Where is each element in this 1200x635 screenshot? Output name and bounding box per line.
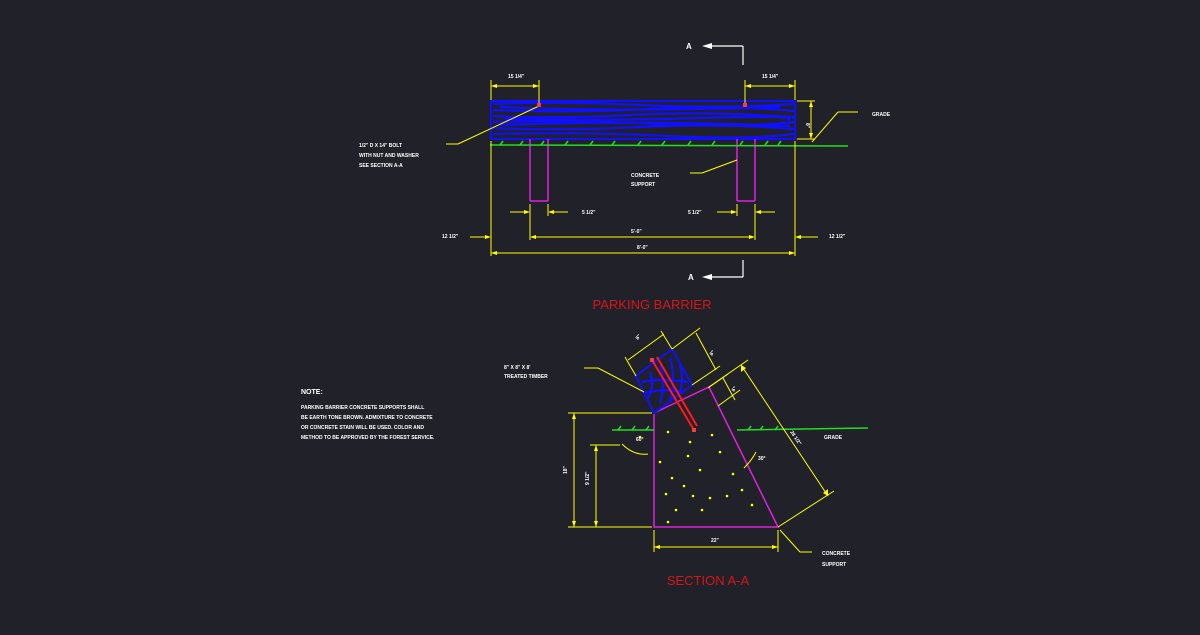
dim-overall: 8'-0" [637, 245, 648, 251]
dim-top-right: 15 1/4" [762, 74, 779, 80]
bolt-label-line2: WITH NUT AND WASHER [359, 153, 419, 159]
note-line-4: METHOD TO BE APPROVED BY THE FOREST SERV… [301, 435, 435, 441]
grade-line-section [612, 425, 869, 431]
grade-line-elevation [489, 140, 849, 147]
grade-label-section: GRADE [824, 435, 843, 441]
section-title: SECTION A-A [667, 573, 750, 588]
concrete-aggregate [638, 430, 754, 524]
bolt-label-line3: SEE SECTION A-A [359, 163, 403, 169]
dim-section-top-a: 8" [635, 333, 643, 341]
section-arrow-top [710, 45, 744, 65]
support-label-elevation-line1: CONCRETE [631, 173, 660, 179]
section-bolt-dots [650, 358, 696, 432]
timber-label-line2: TREATED TIMBER [504, 374, 548, 380]
support-label-section-line2: SUPPORT [822, 562, 846, 568]
section-arrowhead-bottom [702, 274, 712, 280]
dim-top-left: 15 1/4" [508, 74, 525, 80]
section-view: 8" 8" 6" 28 1/2" 60° 30° 18" 9 1/2" 22" … [504, 327, 869, 588]
section-arrow-bottom [710, 260, 744, 278]
dim-section-height-total: 18" [563, 465, 569, 474]
grade-label-elevation: GRADE [872, 112, 891, 118]
dim-section-top-c: 6" [731, 385, 739, 393]
elevation-title: PARKING BARRIER [593, 297, 712, 312]
dim-section-top-b: 8" [709, 349, 717, 357]
timber-elevation [490, 100, 796, 140]
general-note: NOTE: PARKING BARRIER CONCRETE SUPPORTS … [301, 389, 435, 441]
note-line-1: PARKING BARRIER CONCRETE SUPPORTS SHALL [301, 405, 424, 411]
dim-section-base: 22" [711, 538, 720, 544]
note-line-3: OR CONCRETE STAIN WILL BE USED. COLOR AN… [301, 425, 424, 431]
elevation-bolt-dots [537, 103, 747, 107]
concrete-posts-elevation [529, 139, 756, 202]
dim-end-left: 12 1/2" [442, 234, 459, 240]
note-heading: NOTE: [301, 389, 323, 396]
section-mark-bottom: A [688, 273, 694, 282]
section-mark-top: A [686, 42, 692, 51]
support-label-section-line1: CONCRETE [822, 551, 851, 557]
section-dimensions [568, 327, 835, 553]
dim-timber-height: 8" [804, 123, 810, 129]
timber-label-line1: 8" X 8" X 8' [504, 365, 531, 371]
dim-section-angle-left: 60° [636, 437, 644, 443]
dim-between-posts: 5'-0" [631, 229, 642, 235]
bolt-section [651, 356, 698, 431]
dim-post-left: 5 1/2" [582, 210, 596, 216]
elevation-dimensions [446, 80, 858, 256]
dim-section-slope: 28 1/2" [788, 430, 802, 447]
support-label-elevation-line2: SUPPORT [631, 182, 655, 188]
elevation-view: A A [359, 42, 891, 312]
dim-section-angle-right: 30° [758, 456, 766, 462]
dim-end-right: 12 1/2" [829, 234, 846, 240]
note-line-2: BE EARTH TONE BROWN. ADMIXTURE TO CONCRE… [301, 415, 433, 421]
dim-section-height-inner: 9 1/2" [585, 471, 591, 485]
dim-post-right: 5 1/2" [688, 210, 702, 216]
section-arrowhead-top [702, 43, 712, 49]
bolt-label-line1: 1/2" D X 14" BOLT [359, 143, 402, 149]
section-arrowheads [572, 365, 828, 549]
elevation-arrowheads [485, 84, 813, 255]
